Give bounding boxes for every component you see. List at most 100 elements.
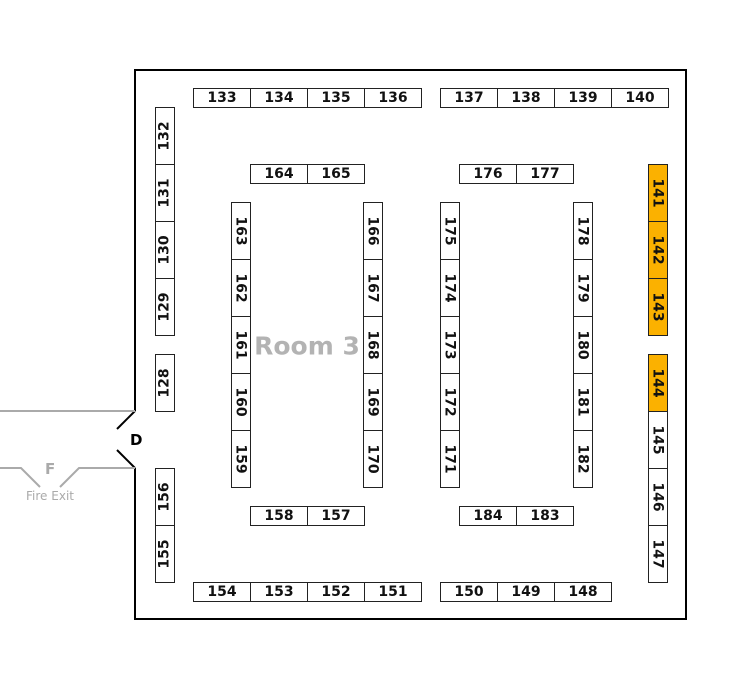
booth-133[interactable]: 133 [193, 88, 251, 108]
booth-174[interactable]: 174 [440, 259, 460, 317]
booth-160[interactable]: 160 [231, 373, 251, 431]
booth-label: 139 [568, 90, 598, 106]
booth-165[interactable]: 165 [307, 164, 365, 184]
door-leaf-top [116, 410, 136, 430]
room-label: Room 3 [254, 331, 360, 361]
booth-143[interactable]: 143 [648, 278, 668, 336]
booth-154[interactable]: 154 [193, 582, 251, 602]
door-leaf-bottom [116, 449, 136, 469]
booth-155[interactable]: 155 [155, 525, 175, 583]
booth-177[interactable]: 177 [516, 164, 574, 184]
booth-label: 156 [157, 482, 174, 512]
booth-176[interactable]: 176 [459, 164, 517, 184]
booth-label: 176 [473, 166, 503, 182]
booth-label: 168 [365, 330, 382, 360]
booth-184[interactable]: 184 [459, 506, 517, 526]
booth-173[interactable]: 173 [440, 316, 460, 374]
booth-label: 170 [365, 444, 382, 474]
booth-132[interactable]: 132 [155, 107, 175, 165]
booth-167[interactable]: 167 [363, 259, 383, 317]
booth-label: 158 [264, 508, 294, 524]
booth-164[interactable]: 164 [250, 164, 308, 184]
booth-145[interactable]: 145 [648, 411, 668, 469]
booth-label: 150 [454, 584, 484, 600]
booth-142[interactable]: 142 [648, 221, 668, 279]
booth-134[interactable]: 134 [250, 88, 308, 108]
booth-183[interactable]: 183 [516, 506, 574, 526]
booth-169[interactable]: 169 [363, 373, 383, 431]
booth-136[interactable]: 136 [364, 88, 422, 108]
booth-label: 129 [157, 292, 174, 322]
booth-label: 154 [207, 584, 237, 600]
booth-128[interactable]: 128 [155, 354, 175, 412]
booth-140[interactable]: 140 [611, 88, 669, 108]
booth-179[interactable]: 179 [573, 259, 593, 317]
booth-171[interactable]: 171 [440, 430, 460, 488]
booth-172[interactable]: 172 [440, 373, 460, 431]
booth-label: 144 [650, 368, 667, 398]
booth-148[interactable]: 148 [554, 582, 612, 602]
booth-175[interactable]: 175 [440, 202, 460, 260]
booth-label: 166 [365, 216, 382, 246]
booth-168[interactable]: 168 [363, 316, 383, 374]
booth-label: 167 [365, 273, 382, 303]
booth-156[interactable]: 156 [155, 468, 175, 526]
booth-129[interactable]: 129 [155, 278, 175, 336]
booth-153[interactable]: 153 [250, 582, 308, 602]
booth-label: 169 [365, 387, 382, 417]
booth-182[interactable]: 182 [573, 430, 593, 488]
booth-label: 140 [625, 90, 655, 106]
booth-163[interactable]: 163 [231, 202, 251, 260]
booth-label: 134 [264, 90, 294, 106]
booth-181[interactable]: 181 [573, 373, 593, 431]
booth-135[interactable]: 135 [307, 88, 365, 108]
booth-158[interactable]: 158 [250, 506, 308, 526]
booth-label: 184 [473, 508, 503, 524]
booth-label: 151 [378, 584, 408, 600]
booth-label: 153 [264, 584, 294, 600]
booth-label: 165 [321, 166, 351, 182]
booth-label: 163 [233, 216, 250, 246]
booth-150[interactable]: 150 [440, 582, 498, 602]
booth-label: 135 [321, 90, 351, 106]
booth-162[interactable]: 162 [231, 259, 251, 317]
booth-144[interactable]: 144 [648, 354, 668, 412]
booth-130[interactable]: 130 [155, 221, 175, 279]
booth-label: 131 [157, 178, 174, 208]
door-label: D [130, 431, 143, 449]
booth-149[interactable]: 149 [497, 582, 555, 602]
booth-151[interactable]: 151 [364, 582, 422, 602]
booth-166[interactable]: 166 [363, 202, 383, 260]
booth-label: 157 [321, 508, 351, 524]
booth-157[interactable]: 157 [307, 506, 365, 526]
booth-label: 172 [442, 387, 459, 417]
booth-161[interactable]: 161 [231, 316, 251, 374]
booth-178[interactable]: 178 [573, 202, 593, 260]
booth-141[interactable]: 141 [648, 164, 668, 222]
booth-146[interactable]: 146 [648, 468, 668, 526]
booth-137[interactable]: 137 [440, 88, 498, 108]
booth-159[interactable]: 159 [231, 430, 251, 488]
booth-label: 178 [575, 216, 592, 246]
booth-label: 180 [575, 330, 592, 360]
booth-label: 174 [442, 273, 459, 303]
booth-180[interactable]: 180 [573, 316, 593, 374]
booth-label: 145 [650, 425, 667, 455]
booth-170[interactable]: 170 [363, 430, 383, 488]
booth-label: 130 [157, 235, 174, 265]
booth-label: 179 [575, 273, 592, 303]
booth-label: 132 [157, 121, 174, 151]
booth-138[interactable]: 138 [497, 88, 555, 108]
booth-label: 149 [511, 584, 541, 600]
booth-label: 147 [650, 539, 667, 569]
booth-139[interactable]: 139 [554, 88, 612, 108]
booth-label: 137 [454, 90, 484, 106]
booth-152[interactable]: 152 [307, 582, 365, 602]
booth-label: 160 [233, 387, 250, 417]
booth-147[interactable]: 147 [648, 525, 668, 583]
booth-label: 171 [442, 444, 459, 474]
fire-exit-letter: F [45, 460, 56, 478]
booth-131[interactable]: 131 [155, 164, 175, 222]
